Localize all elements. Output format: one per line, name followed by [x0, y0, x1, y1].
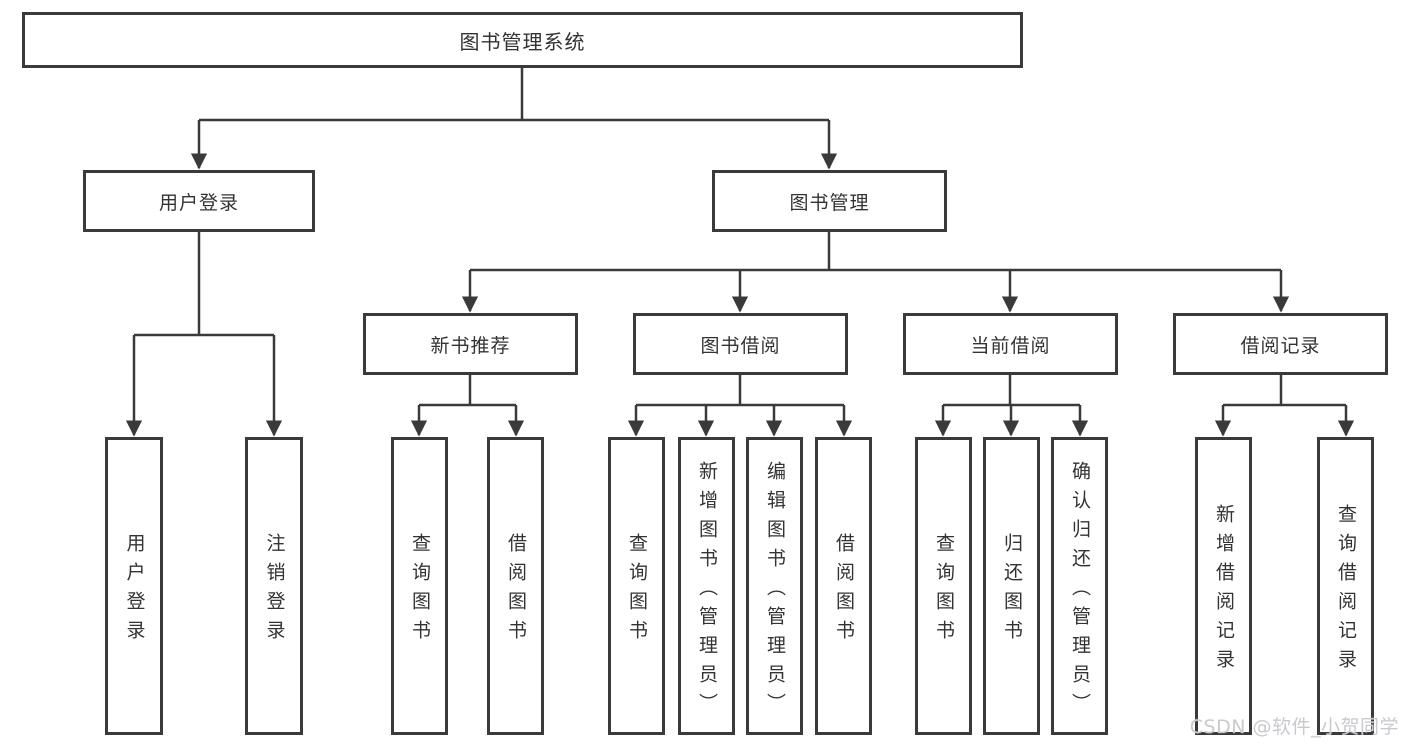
node-user-login: 用户登录	[83, 170, 315, 232]
node-recommend-borrow-books: 借阅图书	[487, 437, 544, 735]
node-label: 新增借阅记录	[1213, 504, 1235, 678]
node-label: 查询图书	[409, 533, 431, 649]
node-borrow-search-books: 查询图书	[608, 437, 665, 735]
node-label: 用户登录	[123, 533, 146, 649]
node-label: 新增图书（管理员）	[696, 460, 718, 722]
node-current-borrowing: 当前借阅	[903, 313, 1118, 375]
node-label: 归还图书	[1001, 533, 1023, 649]
node-current-return-books: 归还图书	[983, 437, 1040, 735]
node-current-search-books: 查询图书	[915, 437, 972, 735]
node-records-add-borrow-record: 新增借阅记录	[1195, 437, 1252, 735]
node-label: 图书管理	[789, 191, 870, 214]
node-library-management-system: 图书管理系统	[22, 12, 1023, 68]
node-recommend-search-books: 查询图书	[391, 437, 448, 735]
node-label: 借阅图书	[505, 533, 527, 649]
node-borrow-add-books-admin: 新增图书（管理员）	[678, 437, 735, 735]
node-records-search-borrow-record: 查询借阅记录	[1317, 437, 1374, 735]
node-book-management: 图书管理	[712, 170, 947, 232]
node-label: 图书管理系统	[459, 29, 586, 54]
node-label: 借阅图书	[833, 533, 855, 649]
node-label: 查询图书	[933, 533, 955, 649]
node-label: 当前借阅	[970, 334, 1051, 357]
node-borrowing-records: 借阅记录	[1173, 313, 1388, 375]
node-new-book-recommendation: 新书推荐	[363, 313, 578, 375]
node-label: 借阅记录	[1240, 334, 1321, 357]
node-book-borrowing: 图书借阅	[633, 313, 848, 375]
node-label: 查询图书	[626, 533, 648, 649]
node-label: 注销登录	[263, 533, 286, 649]
node-leaf-user-login: 用户登录	[105, 437, 163, 735]
node-label: 用户登录	[158, 191, 239, 214]
node-label: 确认归还（管理员）	[1069, 460, 1091, 722]
node-borrow-borrow-books: 借阅图书	[815, 437, 872, 735]
node-label: 图书借阅	[700, 334, 781, 357]
node-label: 新书推荐	[430, 334, 511, 357]
csdn-watermark: CSDN @软件_小贺同学	[1189, 716, 1399, 738]
node-borrow-edit-books-admin: 编辑图书（管理员）	[746, 437, 803, 735]
node-label: 查询借阅记录	[1335, 504, 1357, 678]
node-label: 编辑图书（管理员）	[764, 460, 786, 722]
node-leaf-logout-login: 注销登录	[245, 437, 303, 735]
node-current-confirm-return-admin: 确认归还（管理员）	[1051, 437, 1108, 735]
